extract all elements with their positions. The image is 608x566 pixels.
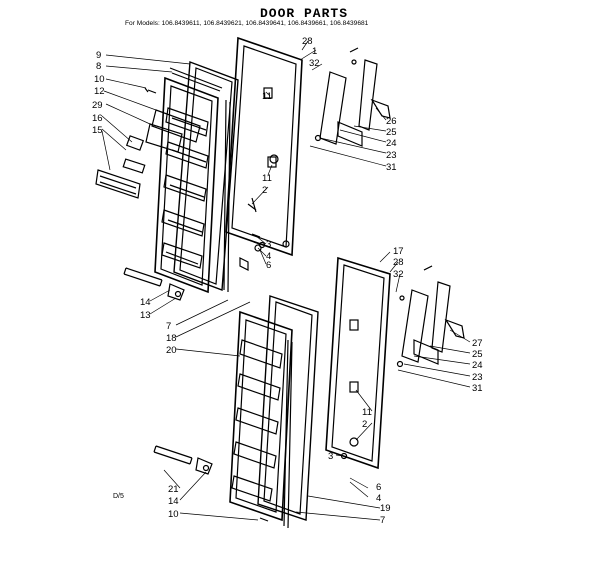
callout: 24 — [386, 138, 397, 149]
callout: 7 — [166, 321, 171, 332]
freezer-handle-bracket — [314, 47, 391, 147]
freezer-outer-door-panel — [225, 36, 303, 257]
freezer-bottom-hinge — [123, 267, 185, 301]
fresh-food-outer-door-panel — [325, 256, 391, 470]
callout: 12 — [94, 86, 105, 97]
freezer-shelf-bar — [95, 169, 141, 199]
callout: 11 — [362, 407, 372, 418]
callout: 26 — [386, 116, 397, 127]
callout: 10 — [94, 74, 105, 85]
callout: 10 — [168, 509, 179, 520]
callout: 31 — [472, 383, 483, 394]
callout: 7 — [380, 515, 385, 526]
page-title: DOOR PARTS — [259, 6, 348, 21]
callout: 1 — [312, 46, 317, 57]
fresh-food-callouts: 17 28 32 27 25 24 23 31 11 2 3 6 4 19 7 … — [168, 246, 483, 526]
callout: 3 — [266, 239, 271, 250]
callout: 14 — [168, 496, 179, 507]
callout: 23 — [386, 150, 397, 161]
callout: 9 — [96, 50, 101, 61]
callout: 23 — [472, 372, 483, 383]
diagram-code: D/5 — [113, 493, 124, 500]
callout: 2 — [262, 185, 267, 196]
callout: 20 — [166, 345, 177, 356]
callout: 25 — [472, 349, 483, 360]
freezer-trim-strip — [223, 99, 231, 293]
freezer-callouts: 28 1 32 9 8 10 12 29 16 15 11 11 2 3 4 6… — [92, 36, 397, 356]
callout: 28 — [302, 36, 313, 47]
callout: 4 — [376, 493, 381, 504]
freezer-door-liner — [154, 76, 219, 294]
callout: 14 — [140, 297, 151, 308]
callout: 29 — [92, 100, 103, 111]
fresh-food-trim-strip — [283, 339, 293, 529]
callout: 8 — [96, 61, 101, 72]
freezer-hinge-parts — [247, 87, 279, 252]
models-line: For Models: 106.8439611, 106.8439621, 10… — [125, 20, 369, 27]
callout: 15 — [92, 125, 103, 136]
callout: 21 — [168, 484, 179, 495]
freezer-screw — [144, 87, 157, 94]
freezer-top-rail — [169, 67, 223, 92]
callout: 2 — [362, 419, 367, 430]
callout: 6 — [266, 260, 271, 271]
callout: 17 — [393, 246, 404, 257]
callout: 18 — [166, 333, 177, 344]
fresh-food-door-gasket — [257, 295, 319, 521]
callout: 13 — [140, 310, 151, 321]
callout: 25 — [386, 127, 397, 138]
callout: 24 — [472, 360, 483, 371]
fresh-food-handle-bracket — [396, 265, 465, 368]
fresh-food-bottom-hinge — [153, 445, 213, 475]
callout: 11 — [262, 173, 272, 184]
fresh-food-door-liner — [229, 310, 293, 522]
freezer-stop-block — [239, 257, 249, 271]
callout: 32 — [309, 58, 320, 69]
freezer-door-gasket — [173, 61, 239, 291]
callout: 31 — [386, 162, 397, 173]
callout: 16 — [92, 113, 103, 124]
callout: 4 — [266, 251, 271, 262]
fresh-food-screw — [259, 517, 269, 522]
callout: 19 — [380, 503, 391, 514]
callout: 27 — [472, 338, 483, 349]
callout: 11 — [262, 91, 272, 102]
callout: 6 — [376, 482, 381, 493]
callout: 32 — [393, 269, 404, 280]
freezer-ice-module — [122, 109, 201, 174]
callout: 3 — [328, 451, 333, 462]
callout: 28 — [393, 257, 404, 268]
